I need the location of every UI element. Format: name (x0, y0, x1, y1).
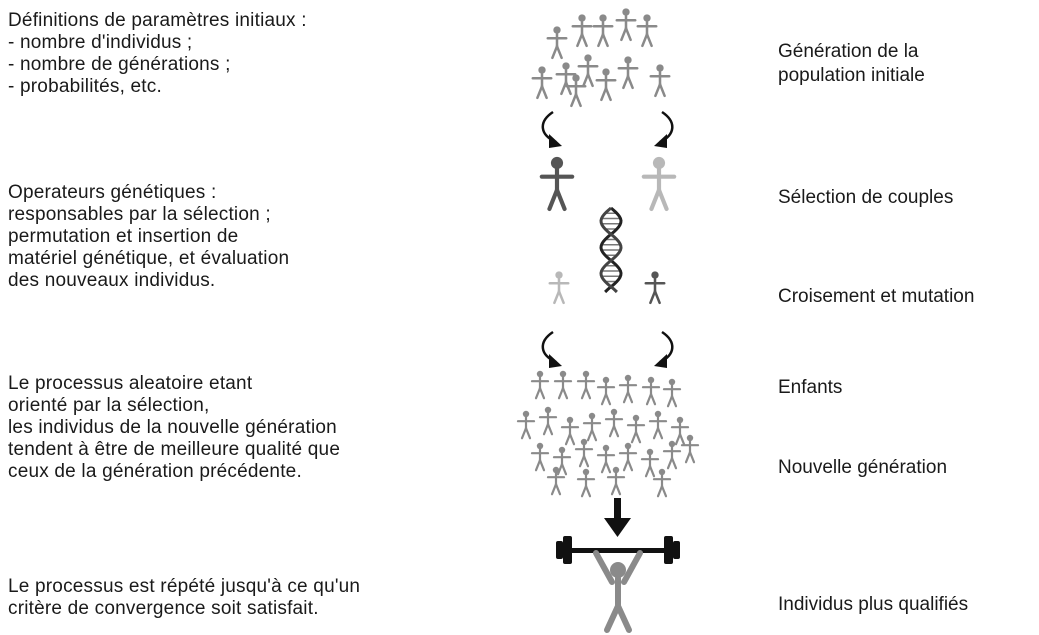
person-icon (596, 376, 616, 406)
person-icon (576, 468, 596, 498)
person-icon (618, 442, 638, 472)
down-arrow-icon (604, 498, 631, 537)
person-icon (516, 410, 536, 440)
text-line: permutation et insertion de (8, 226, 239, 247)
person-icon (546, 26, 568, 60)
person-icon (640, 448, 660, 478)
person-icon (546, 466, 566, 496)
person-icon (548, 271, 570, 305)
text-line: tendent à être de meilleure qualité que (8, 439, 341, 460)
text-line: Génération de la (778, 41, 919, 62)
text-line: Le processus est répété jusqu'à ce qu'un (8, 576, 361, 597)
text-line: population initiale (778, 65, 925, 86)
text-line: Le processus aleatoire etant (8, 373, 253, 394)
person-icon (662, 440, 682, 470)
person-icon (618, 374, 638, 404)
text-line: Operateurs génétiques : (8, 182, 217, 203)
weightlifter-icon (556, 536, 680, 633)
initial-parameters-text: Définitions de paramètres initiaux : - n… (8, 10, 307, 98)
person-icon (648, 410, 668, 440)
person-icon (626, 414, 646, 444)
person-icon (595, 68, 617, 102)
person-icon (636, 14, 658, 48)
text-line: Définitions de paramètres initiaux : (8, 10, 307, 31)
curved-arrows-icon-top (541, 110, 674, 148)
text-line: - nombre d'individus ; (8, 32, 193, 53)
text-line: critère de convergence soit satisfait. (8, 598, 319, 619)
new-generation-crowd-icon (516, 370, 700, 498)
arrowhead-icon (549, 354, 562, 368)
arrowhead-icon (654, 354, 667, 368)
person-icon (596, 444, 616, 474)
initial-population-icon (531, 8, 671, 108)
text-line: responsables par la sélection ; (8, 204, 271, 225)
person-icon (617, 56, 639, 90)
text-line: orienté par la sélection, (8, 395, 210, 416)
crossover-individuals-icon (548, 271, 666, 305)
person-icon (641, 156, 677, 212)
convergence-text: Le processus est répété jusqu'à ce qu'un… (8, 576, 360, 620)
text-line: les individus de la nouvelle génération (8, 417, 337, 438)
person-icon (530, 442, 550, 472)
label-best-individuals: Individus plus qualifiés (778, 593, 968, 617)
person-icon (644, 271, 666, 305)
person-icon (582, 412, 602, 442)
label-children: Enfants (778, 376, 842, 400)
person-icon (641, 376, 661, 406)
text-line: ceux de la génération précédente. (8, 461, 302, 482)
arrowhead-icon (549, 134, 562, 148)
text-line: matériel génétique, et évaluation (8, 248, 290, 269)
text-line: Enfants (778, 377, 843, 398)
person-icon (560, 416, 580, 446)
label-couple-selection: Sélection de couples (778, 186, 953, 210)
text-line: des nouveaux individus. (8, 270, 216, 291)
person-icon (662, 378, 682, 408)
person-icon (530, 370, 550, 400)
person-icon (649, 64, 671, 98)
text-line: - probabilités, etc. (8, 76, 162, 97)
person-icon (652, 468, 672, 498)
text-line: Nouvelle génération (778, 457, 948, 478)
text-line: Sélection de couples (778, 187, 954, 208)
curved-arrows-icon-middle (541, 330, 674, 368)
person-icon (615, 8, 637, 42)
person-icon (680, 434, 700, 464)
person-icon (565, 74, 587, 108)
person-icon (574, 438, 594, 468)
person-icon (571, 14, 593, 48)
label-new-generation: Nouvelle génération (778, 456, 947, 480)
text-line: Croisement et mutation (778, 286, 975, 307)
person-icon (670, 416, 690, 446)
text-line: Individus plus qualifiés (778, 594, 969, 615)
selected-couple-icon (539, 156, 677, 212)
person-icon (576, 370, 596, 400)
person-icon (555, 62, 577, 96)
random-process-text: Le processus aleatoire etant orienté par… (8, 373, 340, 483)
person-icon (538, 406, 558, 436)
person-icon (552, 446, 572, 476)
genetic-operators-text: Operateurs génétiques : responsables par… (8, 182, 289, 292)
label-crossover-mutation: Croisement et mutation (778, 285, 974, 309)
person-icon (577, 54, 599, 88)
person-icon (592, 14, 614, 48)
person-icon (604, 408, 624, 438)
arrowhead-icon (654, 134, 667, 148)
person-icon (553, 370, 573, 400)
person-icon (531, 66, 553, 100)
label-initial-population: Génération de la population initiale (778, 40, 925, 88)
person-icon (539, 156, 575, 212)
dna-helix-icon (599, 206, 623, 294)
text-line: - nombre de générations ; (8, 54, 231, 75)
person-icon (606, 466, 626, 496)
